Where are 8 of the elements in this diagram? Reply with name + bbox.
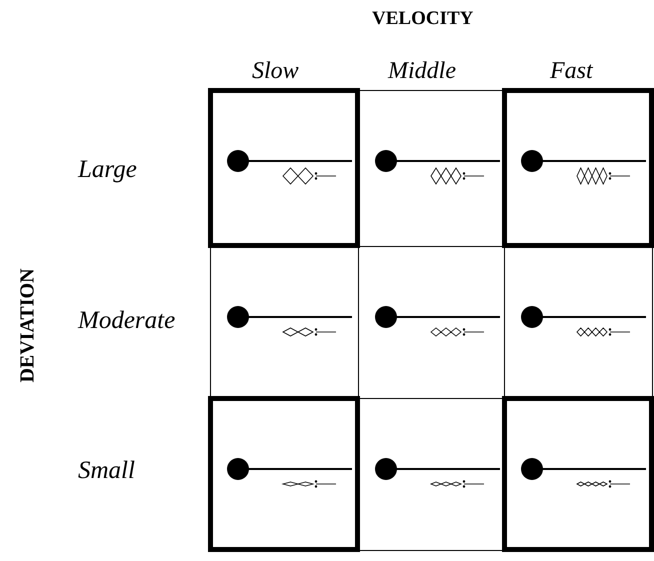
row-header: Small [78, 457, 135, 485]
axis-title: DEVIATION [16, 268, 40, 382]
row-header: Large [78, 156, 137, 184]
column-header: Fast [550, 58, 593, 85]
axis-title: VELOCITY [372, 8, 474, 30]
row-header: Moderate [78, 307, 176, 335]
column-header: Slow [252, 58, 299, 85]
column-header: Middle [388, 58, 456, 85]
